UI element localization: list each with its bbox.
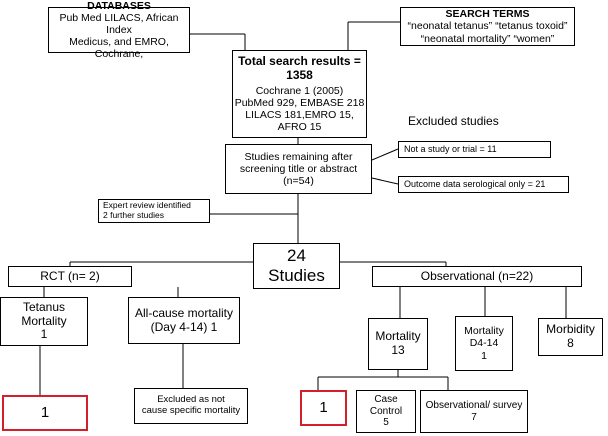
tetanus-mortality-box: Tetanus Mortality 1 <box>0 297 88 346</box>
observational-label: Observational (n=22) <box>420 268 534 283</box>
excluded-not-specific-box: Excluded as not cause specific mortality <box>134 388 248 424</box>
case-control-line-1: Case <box>374 394 398 406</box>
allcause-line-2: (Day 4-14) 1 <box>150 319 218 334</box>
mortality-box: Mortality 13 <box>368 318 428 370</box>
mortality-label: Mortality <box>375 329 421 344</box>
rct-label: RCT (n= 2) <box>40 268 100 283</box>
rct-result-box: 1 <box>2 395 88 431</box>
databases-line-2: Medicus, and EMRO, Cochrane, <box>69 36 169 61</box>
studies-label: Studies <box>268 266 325 285</box>
observational-result-value: 1 <box>319 399 328 417</box>
total-results-box: Total search results = 1358 Cochrane 1 (… <box>232 50 367 138</box>
remaining-line-1: Studies remaining after <box>244 150 353 163</box>
total-title-line-1: Total search results = <box>238 54 361 69</box>
mortality-d-label: Mortality <box>464 325 504 338</box>
case-control-value: 5 <box>383 417 389 429</box>
total-title-line-2: 1358 <box>286 67 313 82</box>
rct-box: RCT (n= 2) <box>8 266 132 287</box>
databases-title: DATABASES <box>87 0 151 12</box>
observational-result-box: 1 <box>300 390 347 426</box>
remaining-line-2: screening title or abstract <box>239 162 358 175</box>
excluded-serological-label: Outcome data serological only = 21 <box>404 179 546 190</box>
studies-remaining-box: Studies remaining after screening title … <box>225 144 372 194</box>
total-line-2: PubMed 929, EMBASE 218 <box>234 96 365 109</box>
search-terms-box: SEARCH TERMS “neonatal tetanus” “tetanus… <box>400 7 575 46</box>
mortality-value: 13 <box>391 343 405 357</box>
mortality-d-value: 1 <box>481 349 487 362</box>
mortality-d-sub: D4-14 <box>469 337 499 350</box>
databases-box: DATABASES Pub Med LILACS, African Index … <box>48 0 190 60</box>
search-terms-title: SEARCH TERMS <box>445 8 530 21</box>
remaining-line-3: (n=54) <box>283 175 314 188</box>
excluded-serological-box: Outcome data serological only = 21 <box>398 176 569 193</box>
excluded-studies-heading: Excluded studies <box>408 114 499 128</box>
expert-line-2: 2 further studies <box>103 210 164 220</box>
observational-survey-label: Observational/ survey <box>425 400 523 411</box>
total-line-1: Cochrane 1 (2005) <box>255 84 344 97</box>
mortality-d4-14-box: Mortality D4-14 1 <box>455 316 513 371</box>
expert-line-1: Expert review identified <box>103 200 191 211</box>
total-line-3: LILACS 181,EMRO 15, AFRO 15 <box>245 108 354 133</box>
tetanus-mortality-label: Tetanus Mortality <box>21 299 67 328</box>
excluded-not-line-2: cause specific mortality <box>141 405 241 416</box>
morbidity-value: 8 <box>567 336 574 350</box>
total-studies-box: 24 Studies <box>253 243 340 289</box>
allcause-mortality-box: All-cause mortality (Day 4-14) 1 <box>128 297 240 344</box>
observational-box: Observational (n=22) <box>372 266 582 287</box>
search-terms-line-2: “neonatal mortality” “women” <box>420 32 555 45</box>
expert-review-box: Expert review identified 2 further studi… <box>98 199 210 223</box>
case-control-line-2: Control <box>369 405 403 417</box>
rct-result-value: 1 <box>40 404 50 422</box>
morbidity-box: Morbidity 8 <box>538 318 603 356</box>
studies-count: 24 <box>287 246 306 266</box>
search-terms-line-1: “neonatal tetanus” “tetanus toxoid” <box>407 20 568 33</box>
excluded-not-study-label: Not a study or trial = 11 <box>404 144 497 155</box>
case-control-box: Case Control 5 <box>356 390 416 433</box>
tetanus-mortality-value: 1 <box>40 327 48 342</box>
excluded-not-line-1: Excluded as not <box>157 394 225 406</box>
observational-survey-value: 7 <box>471 411 477 423</box>
morbidity-label: Morbidity <box>546 322 595 337</box>
allcause-line-1: All-cause mortality <box>134 305 234 320</box>
excluded-not-study-box: Not a study or trial = 11 <box>398 141 551 158</box>
observational-survey-box: Observational/ survey 7 <box>420 390 528 433</box>
databases-line-1: Pub Med LILACS, African Index <box>59 11 179 36</box>
